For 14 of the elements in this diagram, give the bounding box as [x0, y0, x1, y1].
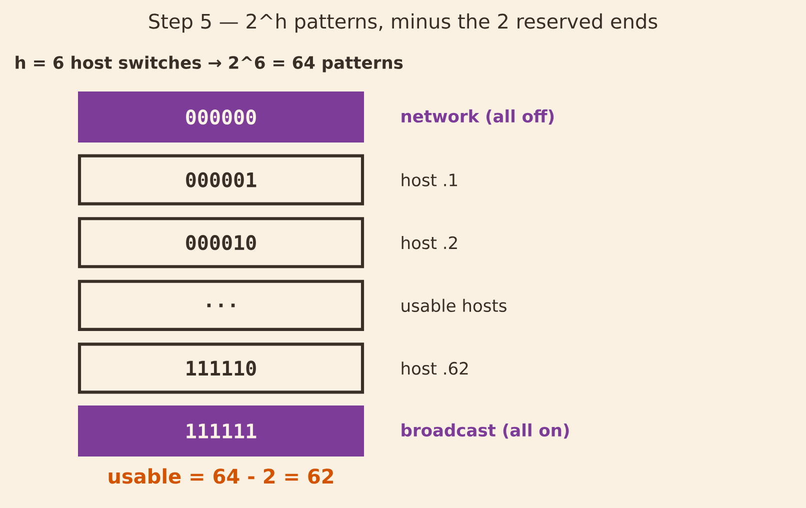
row-label: host .2	[402, 236, 457, 250]
row-label: usable hosts	[402, 298, 506, 312]
pattern-box: 000001	[78, 154, 364, 206]
pattern-box: 111110	[78, 342, 364, 394]
row-label: host .1	[402, 173, 458, 186]
subtitle: h = 6 host switches → 2^6 = 64 patterns	[16, 56, 403, 72]
pattern-box: 000000	[78, 92, 364, 142]
reserved-label: network (all off)	[402, 109, 554, 125]
title: Step 5 — 2^h patterns, minus the 2 reserved ends	[149, 13, 658, 33]
reserved-label: broadcast (all on)	[402, 423, 569, 439]
pattern-box: 111111	[78, 406, 364, 456]
row-label: host .62	[402, 362, 468, 375]
pattern-box: 000010	[78, 217, 364, 268]
pattern-box: ...	[78, 280, 364, 331]
